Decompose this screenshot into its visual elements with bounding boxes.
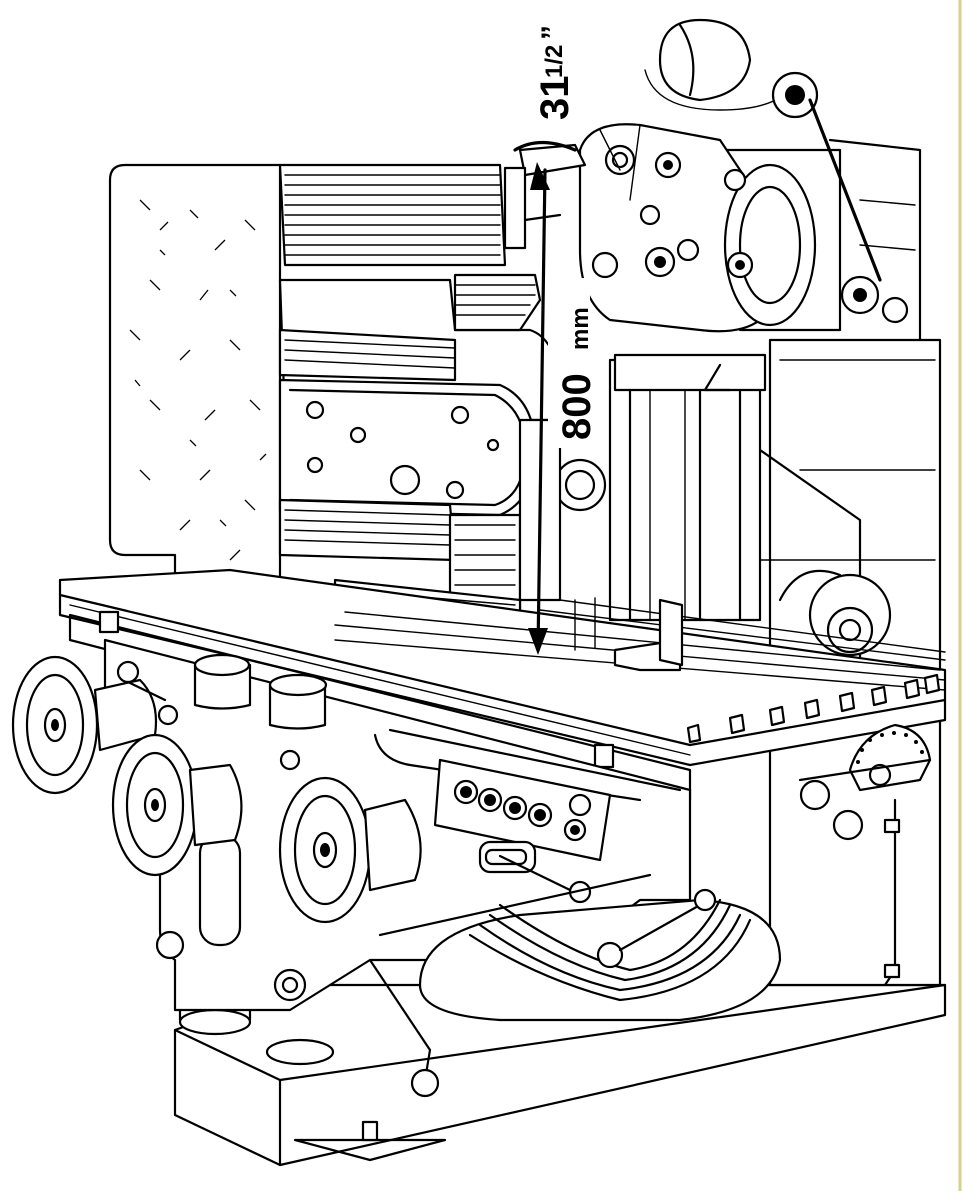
- coolant-tray: [368, 873, 782, 1098]
- handwheel-vertical[interactable]: [278, 776, 422, 924]
- workpiece-fixture: [108, 163, 607, 652]
- handwheel-cross[interactable]: [111, 733, 243, 877]
- lower-lever-knob[interactable]: [410, 1068, 440, 1098]
- work-lamp: [644, 18, 909, 324]
- dimension-line: [536, 168, 547, 652]
- handwheel-table[interactable]: [11, 655, 179, 795]
- spindle-head: [503, 123, 842, 333]
- dial-small-2[interactable]: [832, 809, 864, 841]
- dimension-unit-inch: ”: [536, 25, 569, 40]
- dimension-value-mm: 800: [555, 373, 599, 440]
- dimension-arrow-bottom: [528, 628, 548, 655]
- dial-small[interactable]: [799, 779, 831, 811]
- panel-button-5[interactable]: [568, 793, 592, 817]
- dimension-unit-mm: mm: [567, 307, 594, 350]
- height-dimension: 800 mm 31 1/2 ”: [528, 25, 599, 655]
- knee-caps: [193, 653, 328, 771]
- dimension-fraction-inch: 1/2: [541, 45, 568, 78]
- vertical-slide: [608, 353, 767, 622]
- dimension-value-inch: 31: [533, 76, 577, 121]
- worktable: [58, 568, 947, 802]
- dimension-arrow-top: [530, 162, 550, 190]
- machine-base: [173, 983, 947, 1167]
